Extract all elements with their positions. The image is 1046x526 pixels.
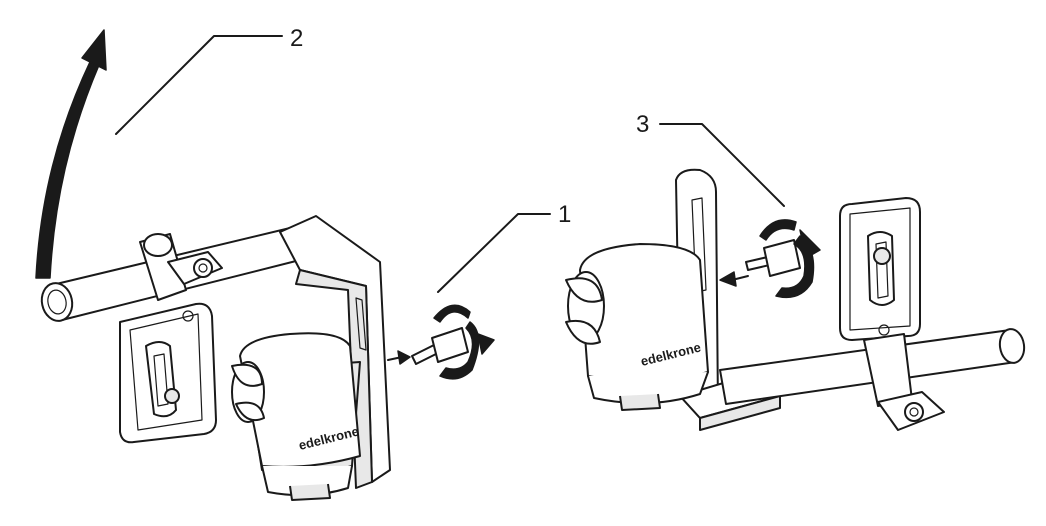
push-arrow-icon bbox=[719, 271, 749, 287]
callout-2-number: 2 bbox=[290, 25, 303, 52]
right-pan-head: edelkrone bbox=[565, 243, 709, 411]
left-assembly: edelkrone bbox=[35, 29, 495, 501]
right-quick-release-plate bbox=[839, 197, 921, 341]
left-screw bbox=[411, 327, 469, 365]
callout-3-number: 3 bbox=[636, 111, 649, 138]
left-quick-release-plate bbox=[119, 302, 217, 444]
right-rod bbox=[719, 328, 1026, 405]
rotate-arrow-icon bbox=[759, 219, 821, 299]
rotate-arrow-icon bbox=[433, 304, 495, 380]
push-arrow-icon bbox=[387, 350, 411, 365]
right-screw bbox=[745, 239, 801, 277]
left-l-bracket bbox=[279, 215, 391, 489]
up-arrow-icon bbox=[35, 29, 107, 279]
callout-2: 2 bbox=[115, 25, 303, 135]
left-rod-clamp bbox=[139, 233, 223, 301]
callout-3: 3 bbox=[636, 111, 785, 207]
right-rod-clamp bbox=[863, 333, 945, 431]
callout-1: 1 bbox=[437, 201, 571, 293]
callout-1-number: 1 bbox=[558, 201, 571, 228]
right-assembly: edelkrone bbox=[565, 168, 1026, 431]
left-pan-head: edelkrone bbox=[231, 332, 361, 501]
